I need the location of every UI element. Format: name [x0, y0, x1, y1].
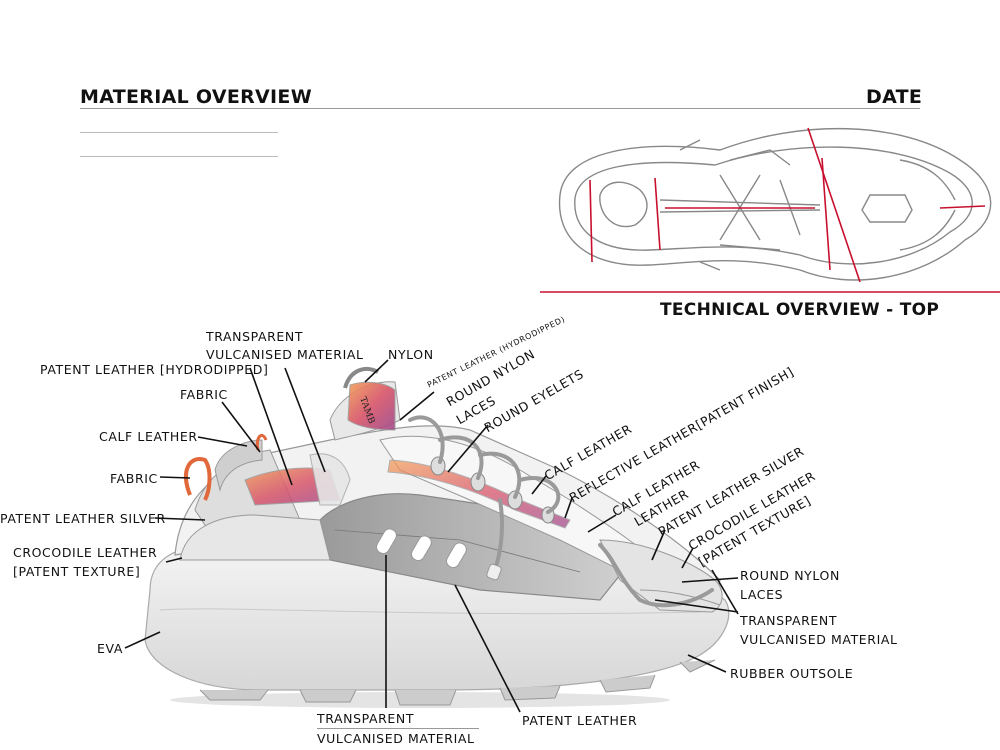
callout-transparent-right-2: VULCANISED MATERIAL: [740, 632, 898, 647]
callout-transparent-right-1: TRANSPARENT: [740, 613, 838, 628]
callout-patent-hydro-left: PATENT LEATHER [HYDRODIPPED]: [40, 362, 269, 377]
top-view-section-lines: [540, 127, 1000, 293]
callout-round-nylon-right-1: ROUND NYLON: [740, 568, 840, 583]
page-title: MATERIAL OVERVIEW: [80, 86, 312, 108]
callout-fabric-top: FABRIC: [180, 387, 228, 402]
callout-transparent-bottom-2: VULCANISED MATERIAL: [317, 731, 475, 746]
top-view-drawing: [558, 127, 992, 281]
callout-leaders: [124, 359, 739, 713]
callout-patent-silver-left: PATENT LEATHER SILVER: [0, 511, 166, 526]
callout-rubber-outsole: RUBBER OUTSOLE: [730, 666, 854, 681]
callout-nylon: NYLON: [388, 347, 434, 362]
callout-fabric-loop: FABRIC: [110, 471, 158, 486]
shoe-side-view: TAMB: [144, 367, 730, 708]
callout-transparent-top-2: VULCANISED MATERIAL: [206, 347, 364, 362]
callout-eva: EVA: [97, 641, 124, 656]
notes-line-1: [80, 132, 278, 133]
hologram-tongue: [347, 381, 396, 431]
notes-line-2: [80, 156, 278, 157]
callout-transparent-top-1: TRANSPARENT: [206, 329, 304, 344]
technical-overview-label: TECHNICAL OVERVIEW - TOP: [660, 300, 940, 320]
callout-croc-left-2: [PATENT TEXTURE]: [13, 564, 141, 579]
callout-patent-leather-bottom: PATENT LEATHER: [522, 713, 638, 728]
header-rule: [80, 108, 920, 109]
date-label: DATE: [866, 86, 923, 108]
bottom-label-rule: [317, 728, 479, 729]
callout-croc-left-1: CROCODILE LEATHER: [13, 545, 158, 560]
callout-calf-leather-left: CALF LEATHER: [99, 429, 198, 444]
callout-transparent-bottom-1: TRANSPARENT: [317, 711, 415, 726]
callout-round-nylon-right-2: LACES: [740, 587, 784, 602]
